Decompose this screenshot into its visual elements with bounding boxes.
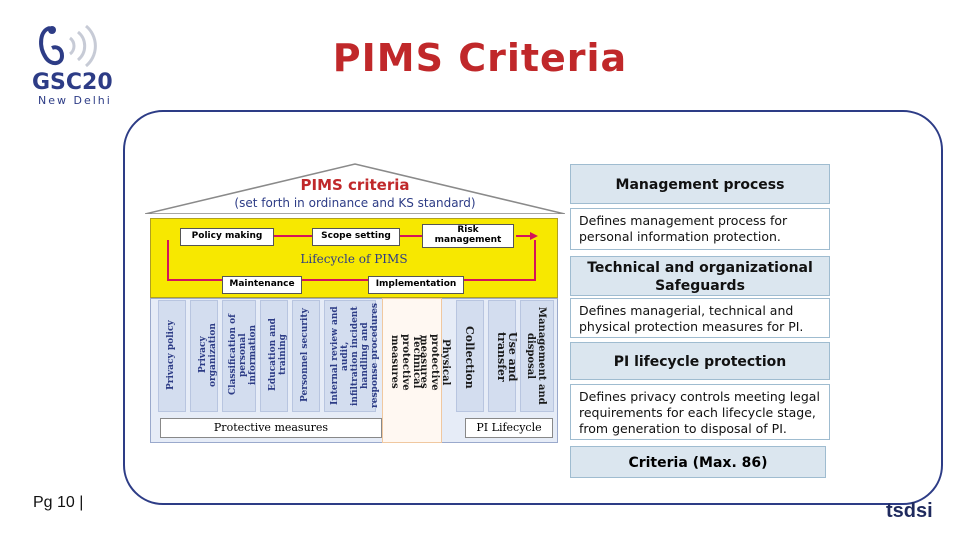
use-transfer-label: Use and transfer (495, 332, 519, 382)
criteria-count: Criteria (Max. 86) (570, 446, 826, 478)
technical-measures-label: Technical protective measures (389, 333, 422, 391)
personnel-security-label: Personnel security (300, 308, 310, 402)
management-process-heading: Management process (570, 164, 830, 204)
management-process-desc: Defines management process for personal … (570, 208, 830, 250)
logo-subtitle: New Delhi (38, 94, 112, 107)
implementation-step: Implementation (368, 276, 464, 294)
pi-lifecycle-label: PI Lifecycle (465, 418, 553, 438)
tsdsi-logo: tsdsi (886, 500, 933, 522)
pims-criteria-subtitle: (set forth in ordinance and KS standard) (234, 196, 476, 210)
pillar (324, 300, 376, 412)
pillar (520, 300, 554, 412)
pillar (222, 300, 256, 412)
maintenance-step: Maintenance (222, 276, 302, 294)
classification-label: Classification of personal information (228, 314, 258, 396)
pillar (158, 300, 186, 412)
gsc-logo (22, 18, 122, 118)
pillar (456, 300, 484, 412)
house-roof (145, 163, 565, 214)
internal-review-label: Internal review and audit, infiltration … (330, 303, 380, 409)
scope-setting-step: Scope setting (312, 228, 400, 246)
tech-org-heading: Technical and organizational Safeguards (570, 256, 830, 296)
lifecycle-label: Lifecycle of PIMS (300, 252, 408, 266)
management-disposal-label: Management and disposal (525, 307, 547, 405)
policy-making-step: Policy making (180, 228, 274, 246)
pillar (488, 300, 516, 412)
risk-management-step: Risk management (422, 224, 514, 248)
pillar (190, 300, 218, 412)
slide-title: PIMS Criteria (332, 36, 628, 80)
pi-lifecycle-heading: PI lifecycle protection (570, 342, 830, 380)
logo-name: GSC20 (32, 70, 113, 95)
pillar (292, 300, 320, 412)
pillar (260, 300, 288, 412)
tech-org-desc: Defines managerial, technical and physic… (570, 298, 830, 338)
physical-measures-label: Physical protective measures (418, 333, 451, 391)
collection-label: Collection (463, 325, 476, 389)
privacy-policy-label: Privacy policy (166, 320, 176, 390)
education-training-label: Education and training (268, 318, 288, 392)
content-frame (123, 110, 943, 505)
pi-lifecycle-desc: Defines privacy controls meeting legal r… (570, 384, 830, 440)
privacy-organization-label: Privacy organization (198, 323, 218, 387)
pims-criteria-heading: PIMS criteria (300, 176, 410, 194)
page-number: Pg 10 | (33, 494, 84, 511)
technical-physical-column (382, 298, 442, 443)
protective-measures-label: Protective measures (160, 418, 382, 438)
